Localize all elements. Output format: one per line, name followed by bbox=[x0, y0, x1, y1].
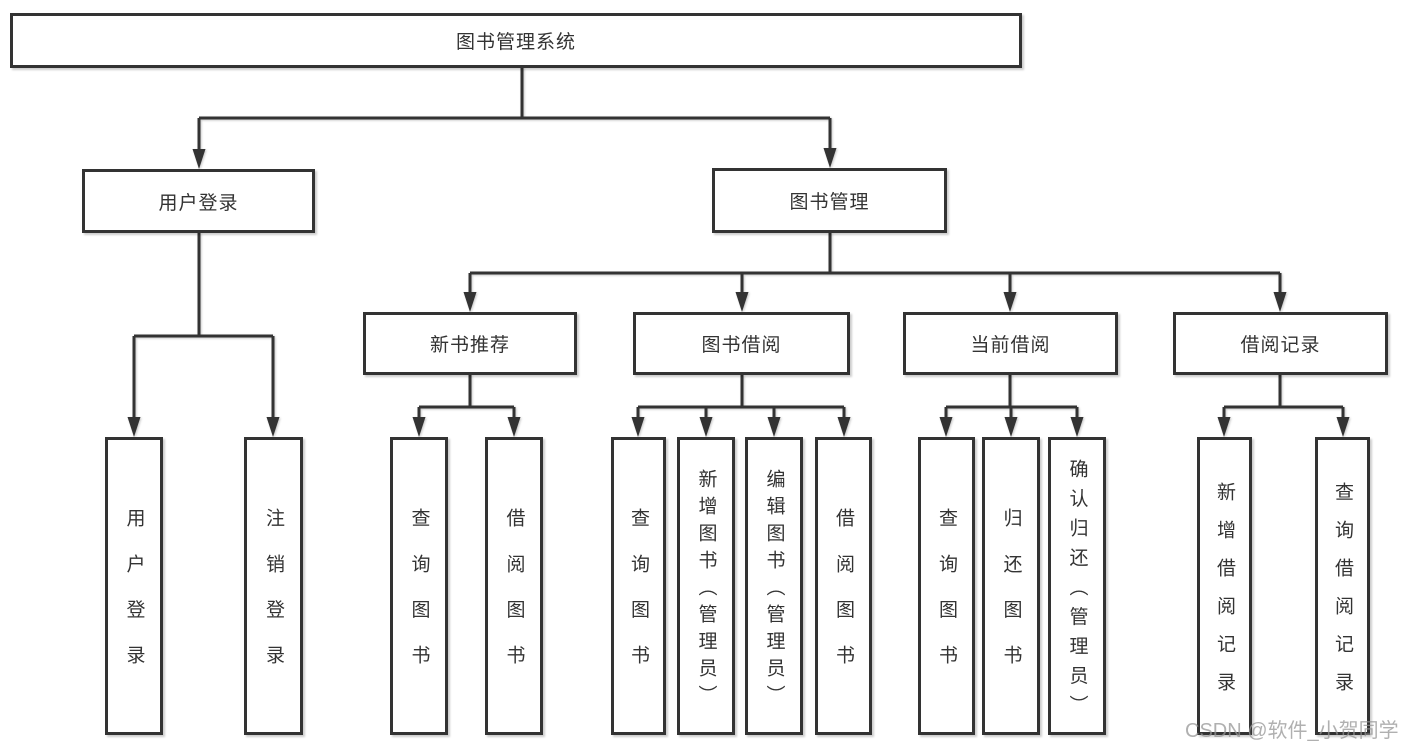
node-user-login: 用户登录 bbox=[82, 169, 315, 233]
node-label: 查询图书 bbox=[408, 508, 430, 691]
leaf-borrowing-add-book-admin: 新增图书（管理员） bbox=[677, 437, 735, 735]
node-label: 编辑图书（管理员） bbox=[763, 468, 785, 712]
node-label: 注销登录 bbox=[263, 508, 284, 691]
leaf-newbook-query-books: 查询图书 bbox=[390, 437, 448, 735]
node-current-borrowing: 当前借阅 bbox=[903, 312, 1118, 375]
node-label: 借阅图书 bbox=[503, 508, 525, 691]
node-book-borrowing: 图书借阅 bbox=[633, 312, 850, 375]
node-label: 借阅图书 bbox=[833, 508, 854, 691]
node-borrowing-records: 借阅记录 bbox=[1173, 312, 1388, 375]
node-label: 新书推荐 bbox=[429, 335, 510, 356]
leaf-newbook-borrow-books: 借阅图书 bbox=[485, 437, 543, 735]
leaf-records-add-borrow-record: 新增借阅记录 bbox=[1197, 437, 1252, 735]
node-label: 图书管理 bbox=[789, 192, 870, 213]
node-label: 确认归还（管理员） bbox=[1066, 458, 1088, 724]
node-book-management: 图书管理 bbox=[712, 168, 947, 233]
node-label: 查询图书 bbox=[628, 508, 649, 691]
node-label: 新增图书（管理员） bbox=[695, 468, 717, 712]
leaf-current-return-books: 归还图书 bbox=[982, 437, 1040, 735]
leaf-borrowing-query-books: 查询图书 bbox=[611, 437, 666, 735]
leaf-user-login: 用户登录 bbox=[105, 437, 163, 735]
node-label: 图书借阅 bbox=[701, 335, 782, 356]
leaf-current-query-books: 查询图书 bbox=[918, 437, 975, 735]
leaf-borrowing-edit-book-admin: 编辑图书（管理员） bbox=[745, 437, 803, 735]
leaf-records-query-borrow-record: 查询借阅记录 bbox=[1315, 437, 1370, 735]
node-label: 新增借阅记录 bbox=[1214, 481, 1235, 710]
node-label: 用户登录 bbox=[158, 192, 239, 214]
arrowhead-icons bbox=[127, 148, 1350, 437]
leaf-logout: 注销登录 bbox=[244, 437, 303, 735]
leaf-borrowing-borrow-books: 借阅图书 bbox=[815, 437, 872, 735]
node-label: 当前借阅 bbox=[970, 335, 1051, 356]
node-label: 查询图书 bbox=[936, 508, 957, 691]
node-label: 借阅记录 bbox=[1240, 335, 1321, 356]
node-new-book-recommendation: 新书推荐 bbox=[363, 312, 577, 375]
csdn-watermark: CSDN @软件_小贺同学 bbox=[1185, 720, 1399, 742]
node-label: 用户登录 bbox=[123, 508, 145, 691]
node-library-management-system: 图书管理系统 bbox=[10, 13, 1022, 68]
node-label: 查询借阅记录 bbox=[1332, 481, 1353, 710]
node-label: 归还图书 bbox=[1000, 508, 1022, 691]
node-label: 图书管理系统 bbox=[455, 32, 576, 53]
leaf-current-confirm-return-admin: 确认归还（管理员） bbox=[1048, 437, 1106, 735]
